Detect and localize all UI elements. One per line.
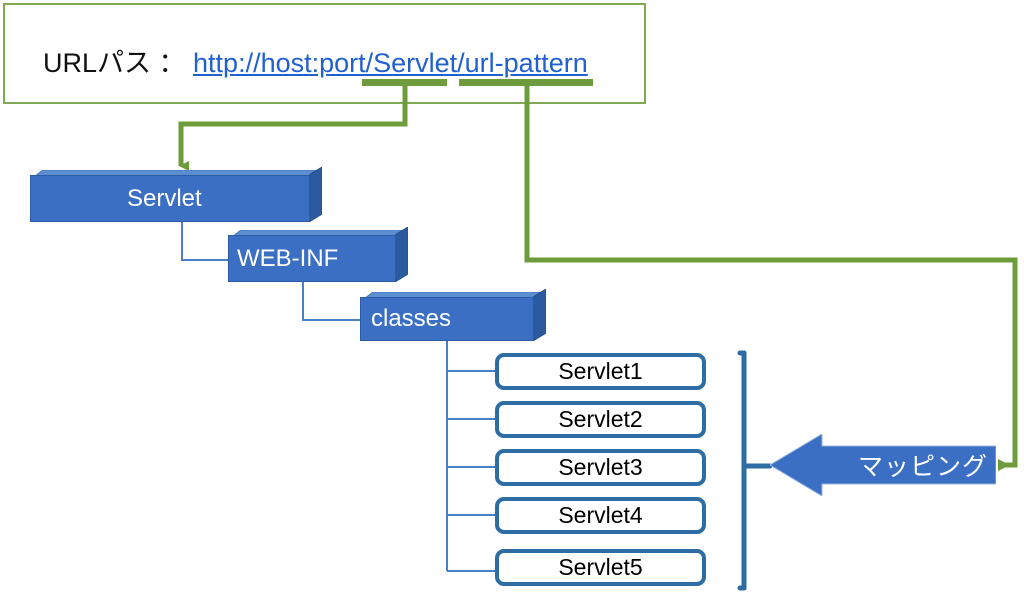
mapping-arrow-shape <box>770 434 996 496</box>
folder-tree-lines <box>181 222 360 321</box>
folder-front-face: classes <box>360 297 534 341</box>
folder-web-inf[interactable]: WEB-INF <box>226 226 410 283</box>
folder-side-face <box>308 166 323 223</box>
green-connector-servlet <box>178 85 408 171</box>
url-path-link[interactable]: http://host:port/Servlet/url-pattern <box>193 48 588 78</box>
url-path-line: URLパス ： http://host:port/Servlet/url-pat… <box>43 41 588 80</box>
folder-classes[interactable]: classes <box>358 288 548 342</box>
servlet-box[interactable]: Servlet1 <box>495 353 706 390</box>
servlet-box[interactable]: Servlet4 <box>495 497 706 534</box>
servlet-tree-lines <box>446 335 495 572</box>
servlet-label: Servlet5 <box>558 554 643 580</box>
servlet-box[interactable]: Servlet5 <box>495 549 706 586</box>
folder-servlet[interactable]: Servlet <box>28 166 324 223</box>
highlight-bar-url-pattern-segment <box>459 79 593 86</box>
folder-side-face <box>532 288 547 342</box>
folder-front-face: Servlet <box>30 175 310 222</box>
servlet-label: Servlet4 <box>558 502 643 528</box>
green-connector-url-pattern <box>524 85 1018 471</box>
url-path-label: URLパス ： <box>43 48 194 78</box>
mapping-arrow-label: マッピング <box>857 453 988 481</box>
folder-label: Servlet <box>127 184 202 212</box>
highlight-bar-servlet-segment <box>362 79 447 86</box>
servlet-box[interactable]: Servlet3 <box>495 449 706 486</box>
servlet-label: Servlet3 <box>558 454 643 480</box>
url-path-panel: URLパス ： http://host:port/Servlet/url-pat… <box>3 3 646 104</box>
folder-label: classes <box>371 305 452 332</box>
servlet-label: Servlet1 <box>558 358 643 384</box>
mapping-arrow[interactable]: マッピング <box>770 434 996 496</box>
folder-front-face: WEB-INF <box>228 235 396 282</box>
folder-side-face <box>394 226 409 283</box>
servlet-box[interactable]: Servlet2 <box>495 401 706 438</box>
servlet-label: Servlet2 <box>558 406 643 432</box>
folder-label: WEB-INF <box>237 244 339 272</box>
grouping-bracket <box>737 350 773 591</box>
